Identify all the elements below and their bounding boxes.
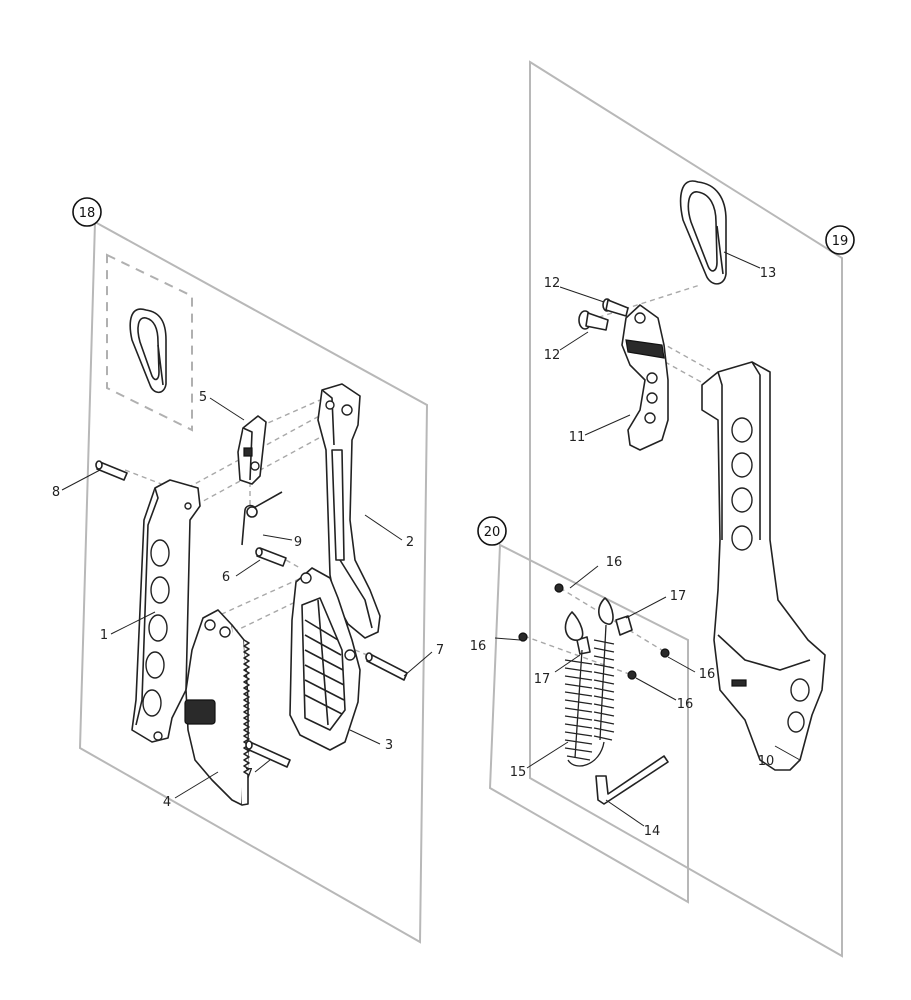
optional-carabiner-box [106, 253, 193, 432]
label-part-5: 5 [199, 390, 207, 405]
label-part-4: 4 [163, 795, 171, 810]
part-labels: 1 2 3 4 5 6 7 7 8 9 10 11 12 12 13 14 15… [52, 266, 776, 839]
group-callout-20: 20 [477, 516, 507, 546]
panel-group-20 [488, 543, 689, 904]
label-part-6: 6 [222, 570, 230, 585]
label-part-9: 9 [294, 535, 302, 550]
group-label-19: 19 [832, 234, 849, 249]
part-15-coiled-lanyard [564, 597, 615, 767]
label-part-7-right: 7 [436, 643, 444, 658]
label-part-16-lower: 16 [677, 697, 694, 712]
label-part-16-left: 16 [470, 639, 487, 654]
label-part-12-lower: 12 [544, 348, 561, 363]
part-10-holster [701, 361, 826, 771]
part-11-belt-clip [621, 304, 669, 451]
leader-lines [61, 251, 801, 827]
part-3-footpad [289, 567, 361, 751]
footpad-ribs [304, 599, 345, 726]
group-callout-19: 19 [825, 225, 855, 255]
part-16-set-screws [518, 583, 670, 680]
label-part-17-right: 17 [670, 589, 687, 604]
label-part-17-left: 17 [534, 672, 551, 687]
label-part-2: 2 [406, 535, 414, 550]
label-part-12-upper: 12 [544, 276, 561, 291]
part-12-screw-lower [578, 310, 609, 331]
part-17-ferrules [576, 615, 633, 655]
label-part-8: 8 [52, 485, 60, 500]
part-13-carabiner [679, 180, 727, 285]
panel-group-19 [529, 60, 843, 958]
group-callout-18: 18 [72, 197, 102, 227]
label-part-3: 3 [385, 738, 393, 753]
label-part-16-right: 16 [699, 667, 716, 682]
label-part-11: 11 [569, 430, 586, 445]
part-7-pin-right [365, 652, 408, 681]
part-12-screw-upper [602, 298, 629, 317]
part-2-bracket [317, 383, 381, 639]
part-14-hex-key [595, 755, 669, 805]
label-part-16-top: 16 [606, 555, 623, 570]
part-5-clip [237, 415, 267, 485]
panel-group-18 [78, 220, 429, 944]
label-part-1: 1 [100, 628, 108, 643]
part-8-pin [95, 460, 128, 481]
assembly-lines [124, 284, 713, 751]
label-part-13: 13 [760, 266, 777, 281]
group-label-18: 18 [79, 206, 96, 221]
part-1-hinge-arm [131, 479, 201, 743]
label-part-7-bottom: 7 [245, 767, 253, 782]
label-part-10: 10 [758, 754, 775, 769]
group-label-20: 20 [484, 525, 501, 540]
coil-turns [564, 639, 615, 761]
label-part-14: 14 [644, 824, 661, 839]
part-4-toothed-jaw [184, 609, 250, 806]
label-part-15: 15 [510, 765, 527, 780]
part-6-pin [255, 547, 287, 567]
part-9-spring [241, 491, 283, 546]
carabiner-optional [129, 308, 167, 394]
part-7-pin-bottom [245, 740, 291, 768]
